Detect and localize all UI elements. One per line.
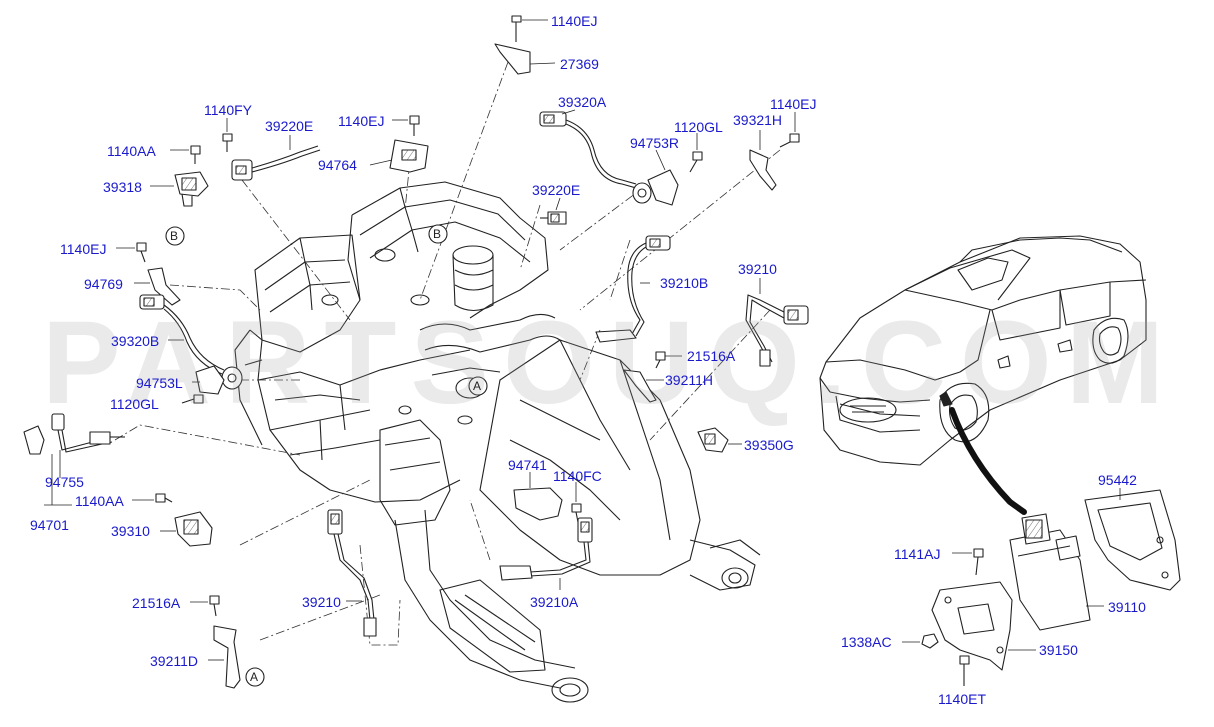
part-label-94741[interactable]: 94741: [508, 457, 547, 473]
bracket-94753L[interactable]: [192, 365, 225, 395]
bracket-39211D[interactable]: [208, 625, 241, 689]
part-label-39210-mid[interactable]: 39210: [302, 594, 341, 610]
part-label-39150[interactable]: 39150: [1039, 642, 1078, 658]
part-label-39210A[interactable]: 39210A: [530, 594, 579, 610]
part-label-1140FC[interactable]: 1140FC: [553, 468, 602, 484]
bracket-39150[interactable]: [931, 581, 1036, 671]
part-label-94701[interactable]: 94701: [30, 517, 69, 533]
nut-1338AC[interactable]: [902, 633, 939, 649]
ecu-39110[interactable]: [1009, 513, 1104, 631]
callout-letter-b: B: [433, 227, 442, 241]
part-label-1141AJ[interactable]: 1141AJ: [894, 546, 941, 562]
bolt-21516A-right[interactable]: [655, 351, 682, 369]
part-label-39110[interactable]: 39110: [1108, 599, 1146, 615]
part-label-21516A-right[interactable]: 21516A: [687, 348, 736, 364]
bracket-94769[interactable]: [134, 267, 181, 306]
callout-letter-a: A: [250, 670, 259, 684]
part-label-1338AC[interactable]: 1338AC: [841, 634, 892, 650]
sensor-39220E-mid[interactable]: [540, 197, 567, 225]
sensor-39320A[interactable]: [539, 109, 652, 204]
part-label-1140EJ-left[interactable]: 1140EJ: [60, 241, 107, 257]
bolt-1140FC[interactable]: [571, 482, 582, 523]
bolt-1140AA-top[interactable]: [170, 145, 201, 164]
bolt-1120GL-right[interactable]: [689, 133, 703, 173]
part-label-39211D[interactable]: 39211D: [150, 653, 199, 669]
leader-lines: [114, 61, 781, 646]
sensor-39220E-top[interactable]: [231, 135, 321, 181]
bolt-1140FY[interactable]: [222, 118, 233, 152]
callout-letter-b: B: [170, 229, 179, 243]
bracket-94753R[interactable]: [647, 149, 679, 206]
part-label-95442[interactable]: 95442: [1098, 472, 1137, 488]
part-label-1140EJ-right[interactable]: 1140EJ: [770, 96, 817, 112]
location-arrow: [949, 407, 1027, 515]
part-label-94753L[interactable]: 94753L: [136, 375, 183, 391]
sensor-94701[interactable]: [23, 413, 125, 506]
part-label-21516A-left[interactable]: 21516A: [132, 595, 181, 611]
part-label-39210-right[interactable]: 39210: [738, 261, 777, 277]
bolt-1140EJ-mid[interactable]: [392, 115, 420, 136]
part-label-1120GL-right[interactable]: 1120GL: [674, 119, 723, 135]
part-label-39350G[interactable]: 39350G: [744, 437, 794, 453]
bracket-39211H[interactable]: [623, 369, 664, 403]
sensor-39210-mid[interactable]: [327, 509, 377, 637]
part-label-39320B[interactable]: 39320B: [111, 333, 160, 349]
bolt-1140EJ-top[interactable]: [511, 15, 548, 42]
bolt-1140AA-left[interactable]: [132, 493, 173, 503]
sensor-39318[interactable]: [150, 171, 209, 207]
part-label-94753R[interactable]: 94753R: [630, 135, 680, 151]
engine-assembly: [234, 181, 761, 703]
vehicle-illustration: [819, 235, 1147, 466]
bolt-1141AJ[interactable]: [952, 548, 984, 576]
part-label-1140AA-left[interactable]: 1140AA: [75, 493, 124, 509]
bracket-27369[interactable]: [494, 43, 556, 75]
bolt-1140EJ-right[interactable]: [779, 112, 800, 148]
part-label-1140AA-top[interactable]: 1140AA: [107, 143, 156, 159]
bolt-1140ET[interactable]: [959, 655, 970, 686]
part-label-39321H[interactable]: 39321H: [733, 112, 783, 128]
part-label-1140EJ-mid[interactable]: 1140EJ: [338, 113, 385, 129]
sensor-39210B[interactable]: [595, 235, 671, 343]
part-label-94755[interactable]: 94755: [45, 474, 84, 490]
part-label-39210B[interactable]: 39210B: [660, 275, 709, 291]
callout-letter-a: A: [473, 379, 482, 393]
sensor-39210-right[interactable]: [745, 278, 809, 367]
part-label-1140FY[interactable]: 1140FY: [204, 102, 252, 118]
sensor-39310[interactable]: [160, 511, 213, 547]
sensor-39350G[interactable]: [697, 427, 742, 453]
part-label-39310[interactable]: 39310: [111, 523, 150, 539]
bracket-39321H[interactable]: [749, 130, 777, 191]
part-label-39220E-mid[interactable]: 39220E: [532, 182, 581, 198]
bracket-94764[interactable]: [369, 139, 429, 173]
bolt-21516A-left[interactable]: [190, 595, 220, 617]
part-label-39211H[interactable]: 39211H: [665, 372, 714, 388]
sensor-39320B[interactable]: [139, 294, 243, 390]
part-label-39320A[interactable]: 39320A: [558, 94, 607, 110]
part-label-1120GL-left[interactable]: 1120GL: [110, 396, 159, 412]
sensor-39210A[interactable]: [499, 517, 593, 590]
part-label-1140ET[interactable]: 1140ET: [938, 691, 986, 707]
part-label-39318[interactable]: 39318: [103, 179, 142, 195]
part-label-39220E-top[interactable]: 39220E: [265, 118, 314, 134]
part-label-94769[interactable]: 94769: [84, 276, 123, 292]
bracket-95442[interactable]: [1084, 488, 1181, 591]
callout-circles: [165, 224, 488, 687]
part-label-94764[interactable]: 94764: [318, 157, 357, 173]
bracket-94741[interactable]: [513, 472, 563, 521]
part-label-27369[interactable]: 27369: [560, 56, 599, 72]
part-label-1140EJ-top[interactable]: 1140EJ: [551, 13, 598, 29]
bolt-1140EJ-left[interactable]: [116, 242, 147, 263]
bolt-1120GL-left[interactable]: [181, 394, 204, 404]
